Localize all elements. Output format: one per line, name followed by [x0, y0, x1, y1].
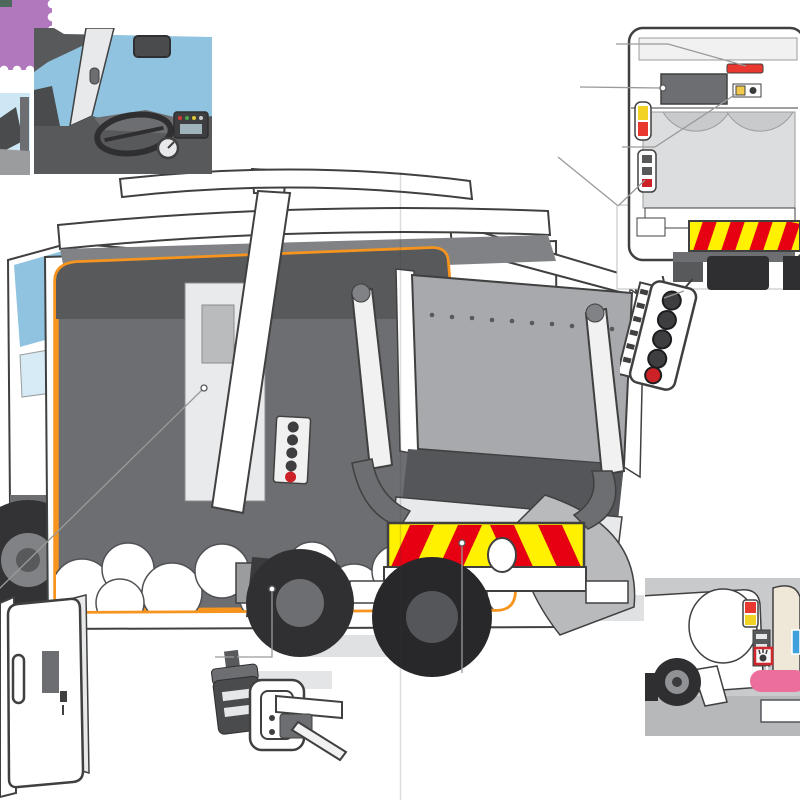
lift-arm: [210, 189, 292, 515]
detection-scene-illustration: [645, 578, 800, 736]
cab-interior-illustration: [34, 28, 212, 174]
steering-wheel: [94, 111, 174, 157]
detected-color-box: [791, 629, 800, 655]
rear-view-truck-illustration: [616, 26, 800, 290]
rear-operation-box-illustration: [620, 276, 698, 391]
small-cab-illustration: [0, 93, 30, 175]
rear-chevron-plate: [688, 220, 800, 252]
emergency-stop-button: [644, 366, 663, 385]
worker-figure: [772, 585, 800, 689]
plate-switch-illustration: [248, 678, 348, 762]
hand-detection-marker: [753, 646, 774, 666]
rearview-mirror: [133, 35, 171, 58]
main-truck-illustration: [0, 167, 645, 689]
cab-roof: [34, 28, 120, 72]
color-detect-badge: [750, 670, 800, 692]
door-handle: [11, 653, 26, 705]
sewage-door-illustration: [0, 594, 90, 799]
work-sign-panel: [660, 73, 728, 105]
high-mount-stop-lamp: [726, 63, 764, 74]
label-emergency-stop-plate-switch: [0, 0, 12, 7]
danger-area-box: [760, 699, 800, 723]
body-control-panel: [272, 415, 312, 485]
rear-wheels: [707, 256, 769, 290]
